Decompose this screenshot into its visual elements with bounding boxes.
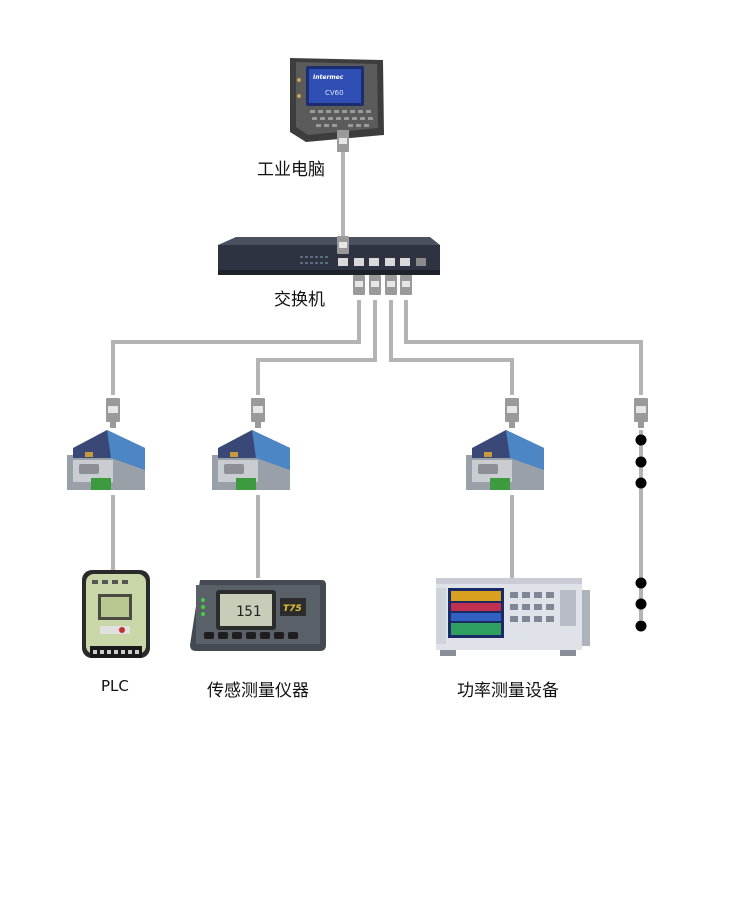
sensor-reading-text: 151 xyxy=(236,604,261,620)
switch-label: 交换机 xyxy=(274,290,325,310)
pc-screen-text: CV60 xyxy=(325,89,344,97)
cable-branch-2 xyxy=(256,300,377,395)
pc-brand-text: Intermec xyxy=(313,74,344,81)
cable-branch-1 xyxy=(111,300,361,395)
rj45-connector-icon xyxy=(337,236,349,254)
plc-label: PLC xyxy=(101,677,129,695)
plc-icon xyxy=(82,570,150,658)
branch-connectors xyxy=(106,398,648,428)
cable-branch-3 xyxy=(389,300,514,395)
power-analyzer-icon xyxy=(436,578,590,656)
sensor-badge-text: T75 xyxy=(283,604,302,614)
sensor-meter-icon: 151 T75 xyxy=(190,580,326,651)
ellipsis-dots xyxy=(635,434,647,632)
network-switch-icon xyxy=(218,237,440,275)
sensor-instrument-label: 传感测量仪器 xyxy=(207,681,309,701)
serial-server-icon xyxy=(466,430,544,490)
cable-branch-4 xyxy=(404,300,643,395)
power-equipment-label: 功率测量设备 xyxy=(457,681,559,701)
serial-server-icon xyxy=(67,430,145,490)
serial-server-icon xyxy=(212,430,290,490)
industrial-pc-label: 工业电脑 xyxy=(257,160,325,180)
tablet-pc-icon: Intermec CV60 xyxy=(290,58,384,142)
switch-port-connectors xyxy=(353,275,412,295)
cables xyxy=(111,140,643,620)
rj45-connector-icon xyxy=(337,130,349,152)
